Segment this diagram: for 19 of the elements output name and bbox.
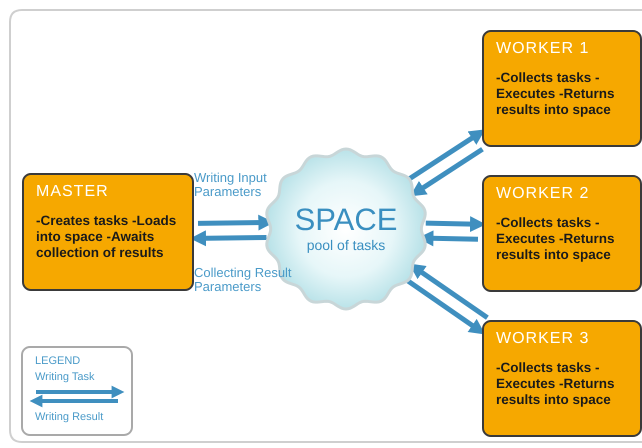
box-title: MASTER <box>36 183 110 201</box>
cloud-subtitle: pool of tasks <box>306 238 386 253</box>
edge-label: Collecting Result Parameters <box>194 266 293 294</box>
process-box <box>482 320 642 437</box>
cloud-title: SPACE <box>294 204 398 236</box>
process-box <box>22 173 194 291</box>
edge-label: Writing Input Parameters <box>194 171 268 199</box>
task-list: -Creates tasks -Loads into space -Awaits collection of results <box>36 213 182 261</box>
legend-title: LEGEND <box>35 355 80 367</box>
box-title: WORKER 1 <box>496 40 590 58</box>
process-box <box>482 175 642 292</box>
task-list: -Collects tasks -Executes -Returns results into space <box>496 360 630 408</box>
process-box <box>482 30 642 147</box>
legend-text: Writing Task <box>35 371 95 383</box>
task-list: -Collects tasks -Executes -Returns results into space <box>496 70 630 118</box>
task-list: -Collects tasks -Executes -Returns results into space <box>496 215 630 263</box>
box-title: WORKER 3 <box>496 330 590 348</box>
legend-text: Writing Result <box>35 411 104 423</box>
box-title: WORKER 2 <box>496 185 590 203</box>
